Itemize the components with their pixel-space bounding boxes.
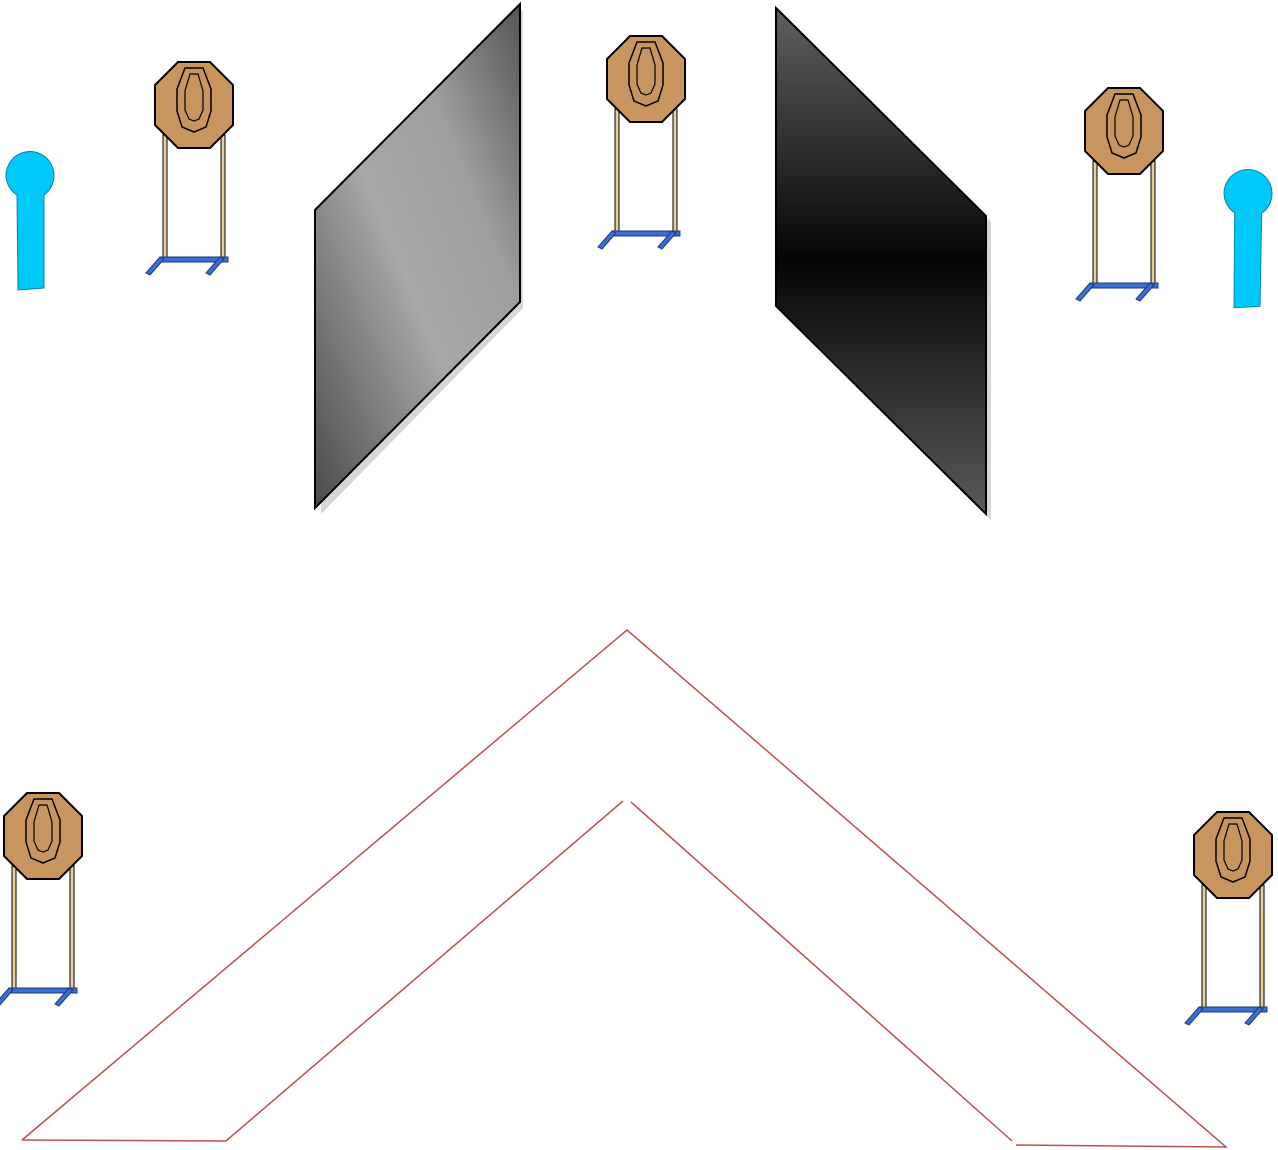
no-shoot-target-right-icon (1221, 168, 1273, 309)
barricade-wall-right-icon (775, 5, 991, 520)
steel-target-4-icon (0, 792, 83, 1007)
steel-target-5-icon (1184, 811, 1273, 1026)
barricade-wall-left-icon (314, 1, 523, 514)
shooting-area-boundary-icon (21, 629, 1229, 1148)
no-shoot-target-left-icon (5, 151, 55, 291)
steel-target-1-icon (145, 61, 234, 276)
steel-target-2-icon (597, 35, 686, 250)
steel-target-3-icon (1075, 87, 1164, 302)
